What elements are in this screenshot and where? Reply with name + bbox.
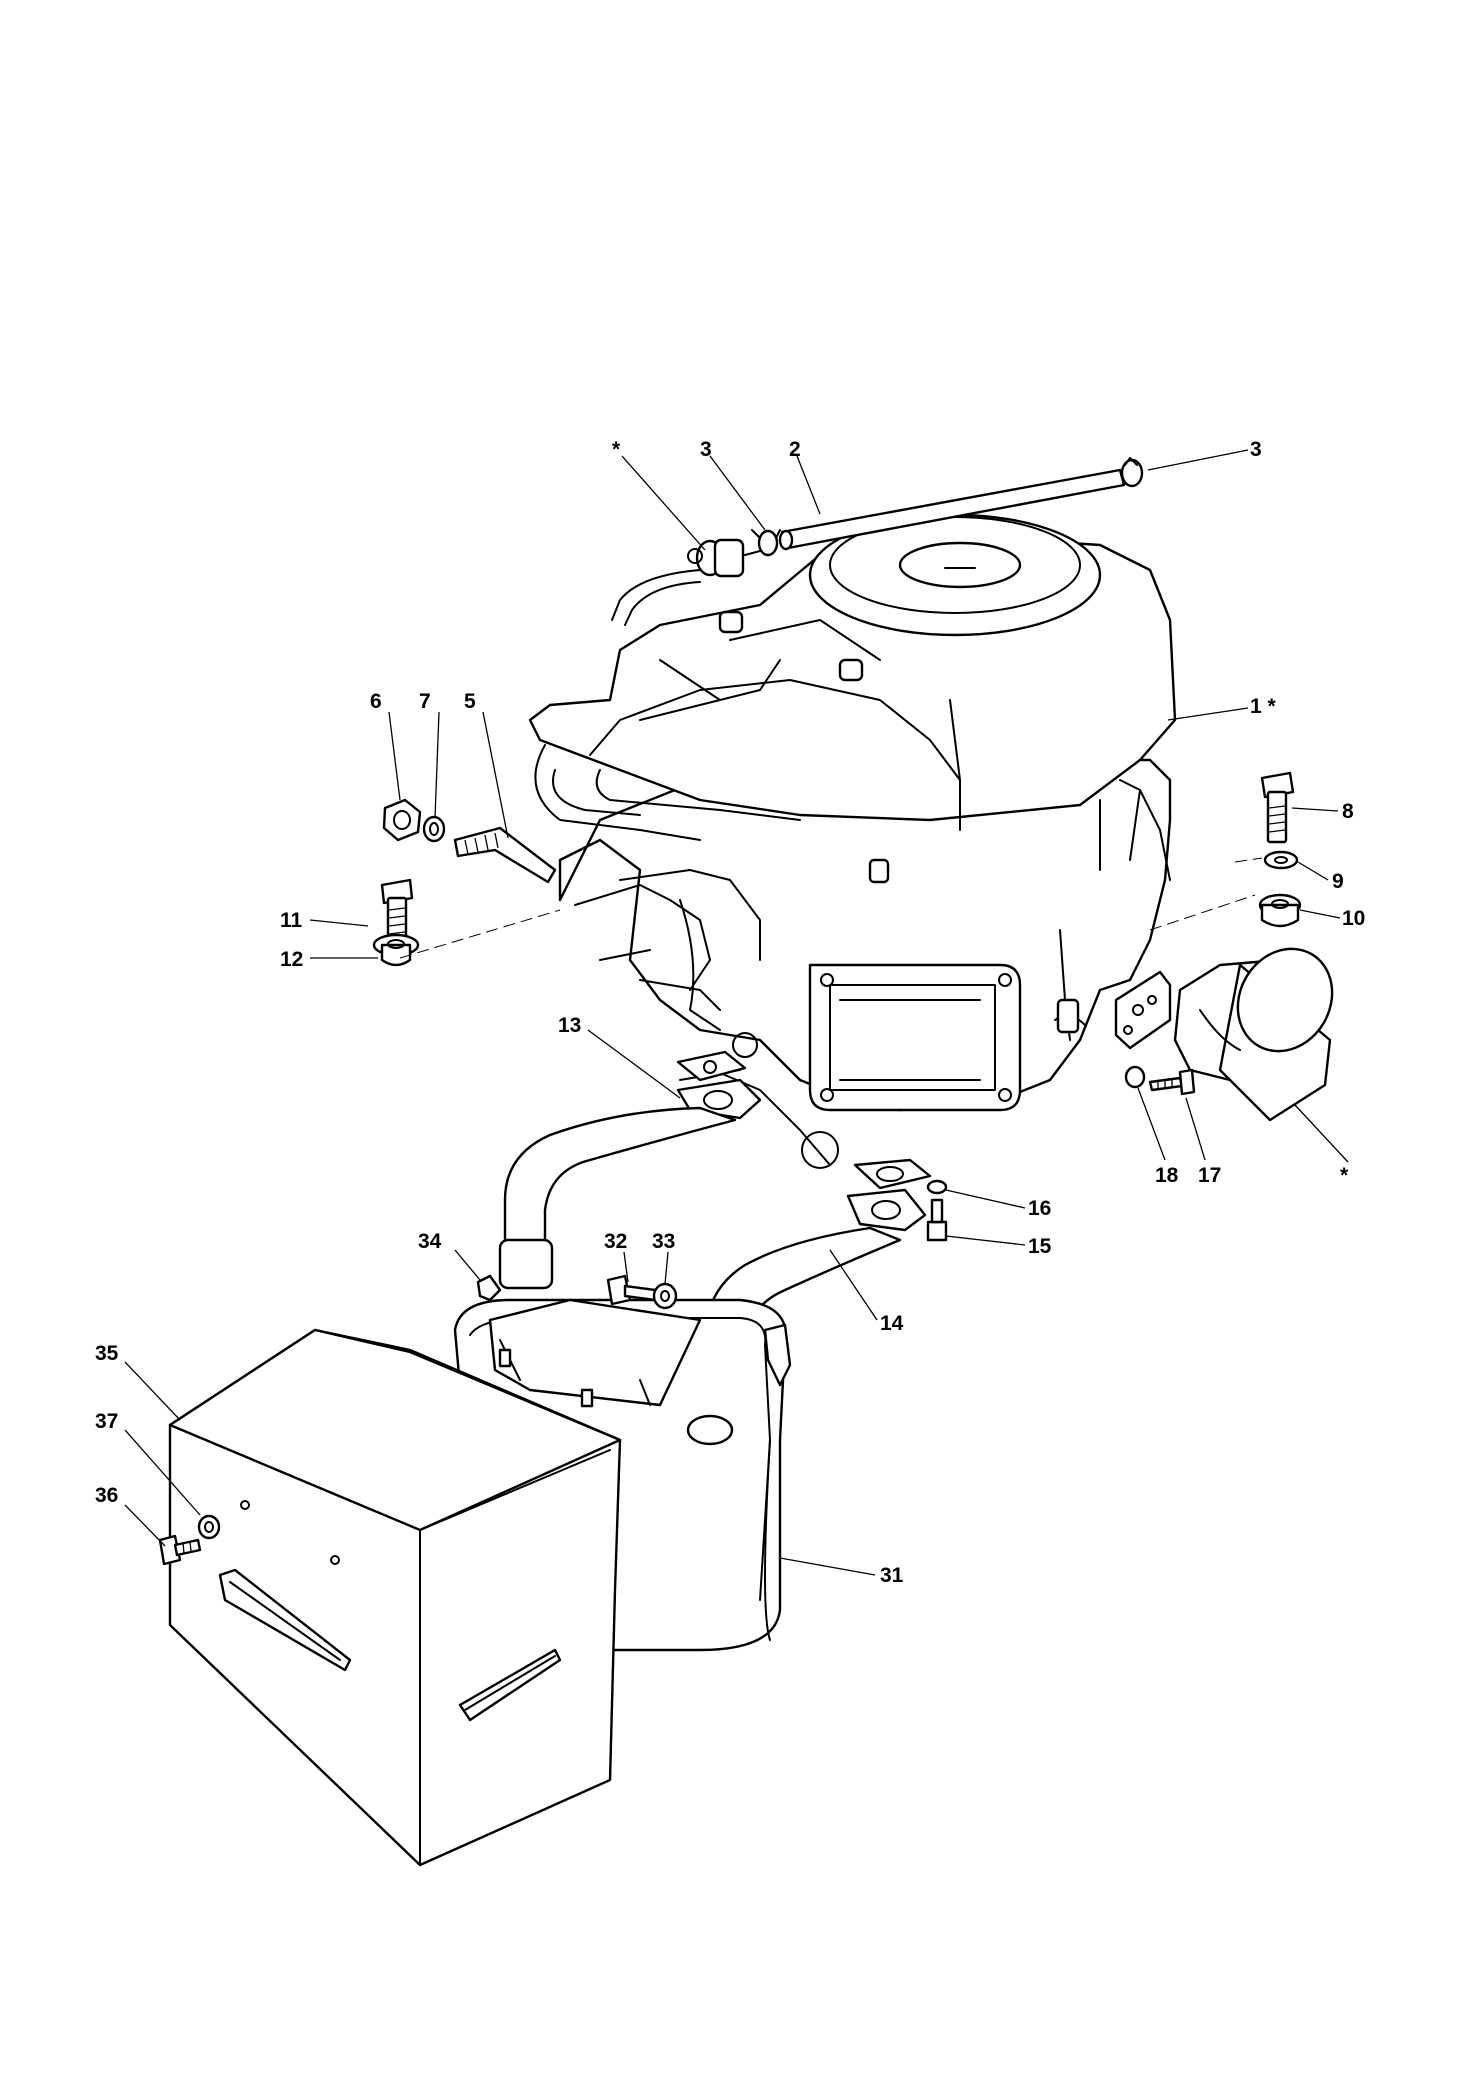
callout-star-oil-filter: *	[1340, 1164, 1349, 1187]
bolt-32	[606, 1274, 657, 1306]
callout-35: 35	[95, 1342, 119, 1365]
callout-8: 8	[1342, 800, 1354, 823]
engine	[528, 513, 1177, 1169]
callout-5: 5	[464, 690, 476, 713]
washer-small	[422, 815, 446, 843]
lock-washer-right	[1263, 850, 1299, 870]
heat-shield	[168, 1328, 622, 1867]
callout-37: 37	[95, 1410, 118, 1433]
washer-16	[926, 1179, 948, 1195]
callout-labels: * 3 2 3 1 * 6 7 5 8 9 10 11 12 13 18 17 …	[95, 438, 1365, 1587]
callout-18: 18	[1155, 1164, 1179, 1187]
oil-filter-adapter	[1114, 970, 1172, 1050]
callout-15: 15	[1028, 1235, 1052, 1258]
exhaust-gasket-right	[853, 1158, 932, 1190]
callout-31: 31	[880, 1564, 904, 1587]
callout-3-right: 3	[1250, 438, 1262, 461]
leader-lines	[124, 449, 1349, 1576]
exhaust-pipe-left	[498, 1078, 762, 1290]
callout-3-left: 3	[700, 438, 712, 461]
bolt-36	[158, 1534, 202, 1566]
callout-7: 7	[419, 690, 431, 713]
bolt-15	[926, 1198, 948, 1242]
lock-washer-33	[652, 1282, 678, 1310]
flange-nut-right	[1258, 893, 1302, 928]
washer-18	[1124, 1065, 1146, 1089]
oil-filter	[1173, 947, 1334, 1122]
callout-14: 14	[880, 1312, 904, 1335]
callout-13: 13	[558, 1014, 581, 1037]
callout-36: 36	[95, 1484, 118, 1507]
fuel-hose	[778, 468, 1126, 551]
callout-10: 10	[1342, 907, 1365, 930]
callout-16: 16	[1028, 1197, 1051, 1220]
hose-clamp-left	[751, 529, 781, 557]
stud-shaft	[453, 826, 557, 884]
callout-17: 17	[1198, 1164, 1221, 1187]
callout-6: 6	[370, 690, 382, 713]
callout-33: 33	[652, 1230, 675, 1253]
callout-9: 9	[1332, 870, 1344, 893]
callout-11: 11	[280, 909, 303, 932]
callout-32: 32	[604, 1230, 627, 1253]
flange-nut-left	[372, 933, 420, 967]
bolt-right	[1260, 771, 1295, 844]
callout-12: 12	[280, 948, 303, 971]
hose-clamp-right	[1120, 457, 1144, 488]
clip-34	[476, 1274, 502, 1302]
washer-37	[197, 1514, 221, 1540]
callout-star-fuel-filter: *	[612, 438, 621, 461]
fuel-filter-inline	[687, 538, 761, 578]
bolt-left	[380, 878, 414, 942]
callout-34: 34	[418, 1230, 442, 1253]
callout-1-star: 1 *	[1250, 695, 1277, 718]
nut	[382, 798, 422, 842]
screw-17	[1148, 1068, 1196, 1096]
callout-2: 2	[789, 438, 801, 461]
